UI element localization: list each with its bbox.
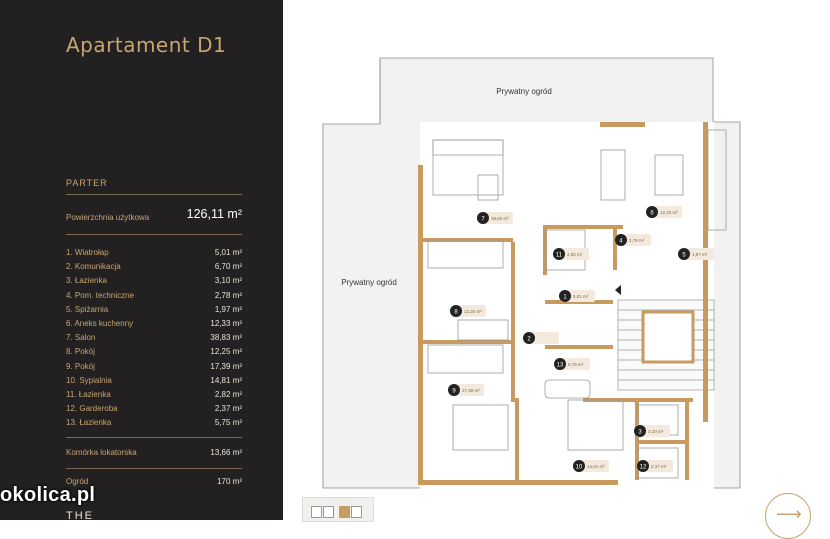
svg-text:3: 3 xyxy=(638,430,642,436)
svg-text:2: 2 xyxy=(527,337,531,343)
svg-text:17,39 m²: 17,39 m² xyxy=(462,388,480,393)
next-button[interactable]: ⟶ xyxy=(765,493,811,539)
svg-text:10: 10 xyxy=(576,465,583,471)
svg-text:12,25 m²: 12,25 m² xyxy=(464,309,482,314)
room-marker: 4 2,78 m² xyxy=(615,234,651,246)
entrance-arrow-icon xyxy=(615,285,621,295)
brand-logo: THE xyxy=(66,510,94,520)
svg-text:1: 1 xyxy=(563,295,567,301)
floor-thumbnail-selector[interactable] xyxy=(302,497,374,522)
sidebar: Apartament D1 PARTER Powierzchnia użytko… xyxy=(0,0,283,520)
svg-text:5: 5 xyxy=(682,253,686,259)
floor-plan-drawing: Prywatny ogród Prywatny ogród 7 38,83 m²… xyxy=(322,57,741,490)
room-marker: 7 38,83 m² xyxy=(477,212,513,224)
floor-plan: Prywatny ogród Prywatny ogród 7 38,83 m²… xyxy=(283,0,830,520)
thumbnail-floor-active[interactable] xyxy=(339,506,350,518)
svg-text:8: 8 xyxy=(454,310,458,316)
svg-text:38,83 m²: 38,83 m² xyxy=(491,216,509,221)
room-marker: 11 2,82 m² xyxy=(553,248,589,260)
arrow-right-icon: ⟶ xyxy=(776,504,802,524)
svg-text:5,75 m²: 5,75 m² xyxy=(568,362,584,367)
room-marker: 2 xyxy=(523,332,559,344)
svg-text:2,37 m²: 2,37 m² xyxy=(651,464,667,469)
thumbnail-floor[interactable] xyxy=(323,506,334,518)
storage-row: Komórka lokatorska 13,66 m² xyxy=(66,448,242,457)
divider xyxy=(66,468,242,469)
page-title: Apartament D1 xyxy=(66,33,227,57)
svg-text:1,97 m²: 1,97 m² xyxy=(692,252,708,257)
room-marker: 3 3,10 m² xyxy=(634,425,670,437)
room-marker: 8 12,25 m² xyxy=(450,305,486,317)
svg-text:4: 4 xyxy=(619,239,623,245)
usable-area-label: Powierzchnia użytkowa xyxy=(66,213,150,222)
garden-row: Ogród 170 m² xyxy=(66,477,242,486)
thumbnail-floor[interactable] xyxy=(351,506,362,518)
room-marker: 9 17,39 m² xyxy=(448,384,484,396)
room-marker: 13 5,75 m² xyxy=(554,358,590,370)
garden-label-top: Prywatny ogród xyxy=(496,87,552,96)
svg-text:13: 13 xyxy=(557,363,564,369)
thumbnail-floor[interactable] xyxy=(311,506,322,518)
svg-text:3,10 m²: 3,10 m² xyxy=(648,429,664,434)
divider xyxy=(66,194,242,195)
furniture xyxy=(427,129,727,479)
svg-text:12: 12 xyxy=(640,465,647,471)
svg-text:11: 11 xyxy=(556,253,563,259)
svg-text:5,01 m²: 5,01 m² xyxy=(573,294,589,299)
svg-text:14,81 m²: 14,81 m² xyxy=(587,464,605,469)
svg-text:2,82 m²: 2,82 m² xyxy=(567,252,583,257)
room-marker: 6 12,33 m² xyxy=(646,206,682,218)
usable-area-value: 126,11 m² xyxy=(186,207,242,221)
divider xyxy=(66,437,242,438)
svg-text:12,33 m²: 12,33 m² xyxy=(660,210,678,215)
svg-text:6: 6 xyxy=(650,211,654,217)
svg-text:7: 7 xyxy=(481,217,485,223)
room-marker: 1 5,01 m² xyxy=(559,290,595,302)
room-marker: 10 14,81 m² xyxy=(573,460,609,472)
watermark: okolica.pl xyxy=(0,484,96,506)
svg-text:2,78 m²: 2,78 m² xyxy=(629,238,645,243)
room-marker: 12 2,37 m² xyxy=(637,460,673,472)
svg-text:9: 9 xyxy=(452,389,456,395)
staircase xyxy=(617,299,715,391)
garden-label-left: Prywatny ogród xyxy=(341,278,397,287)
floor-label: PARTER xyxy=(66,178,108,188)
room-marker: 5 1,97 m² xyxy=(678,248,714,260)
divider xyxy=(66,234,242,235)
